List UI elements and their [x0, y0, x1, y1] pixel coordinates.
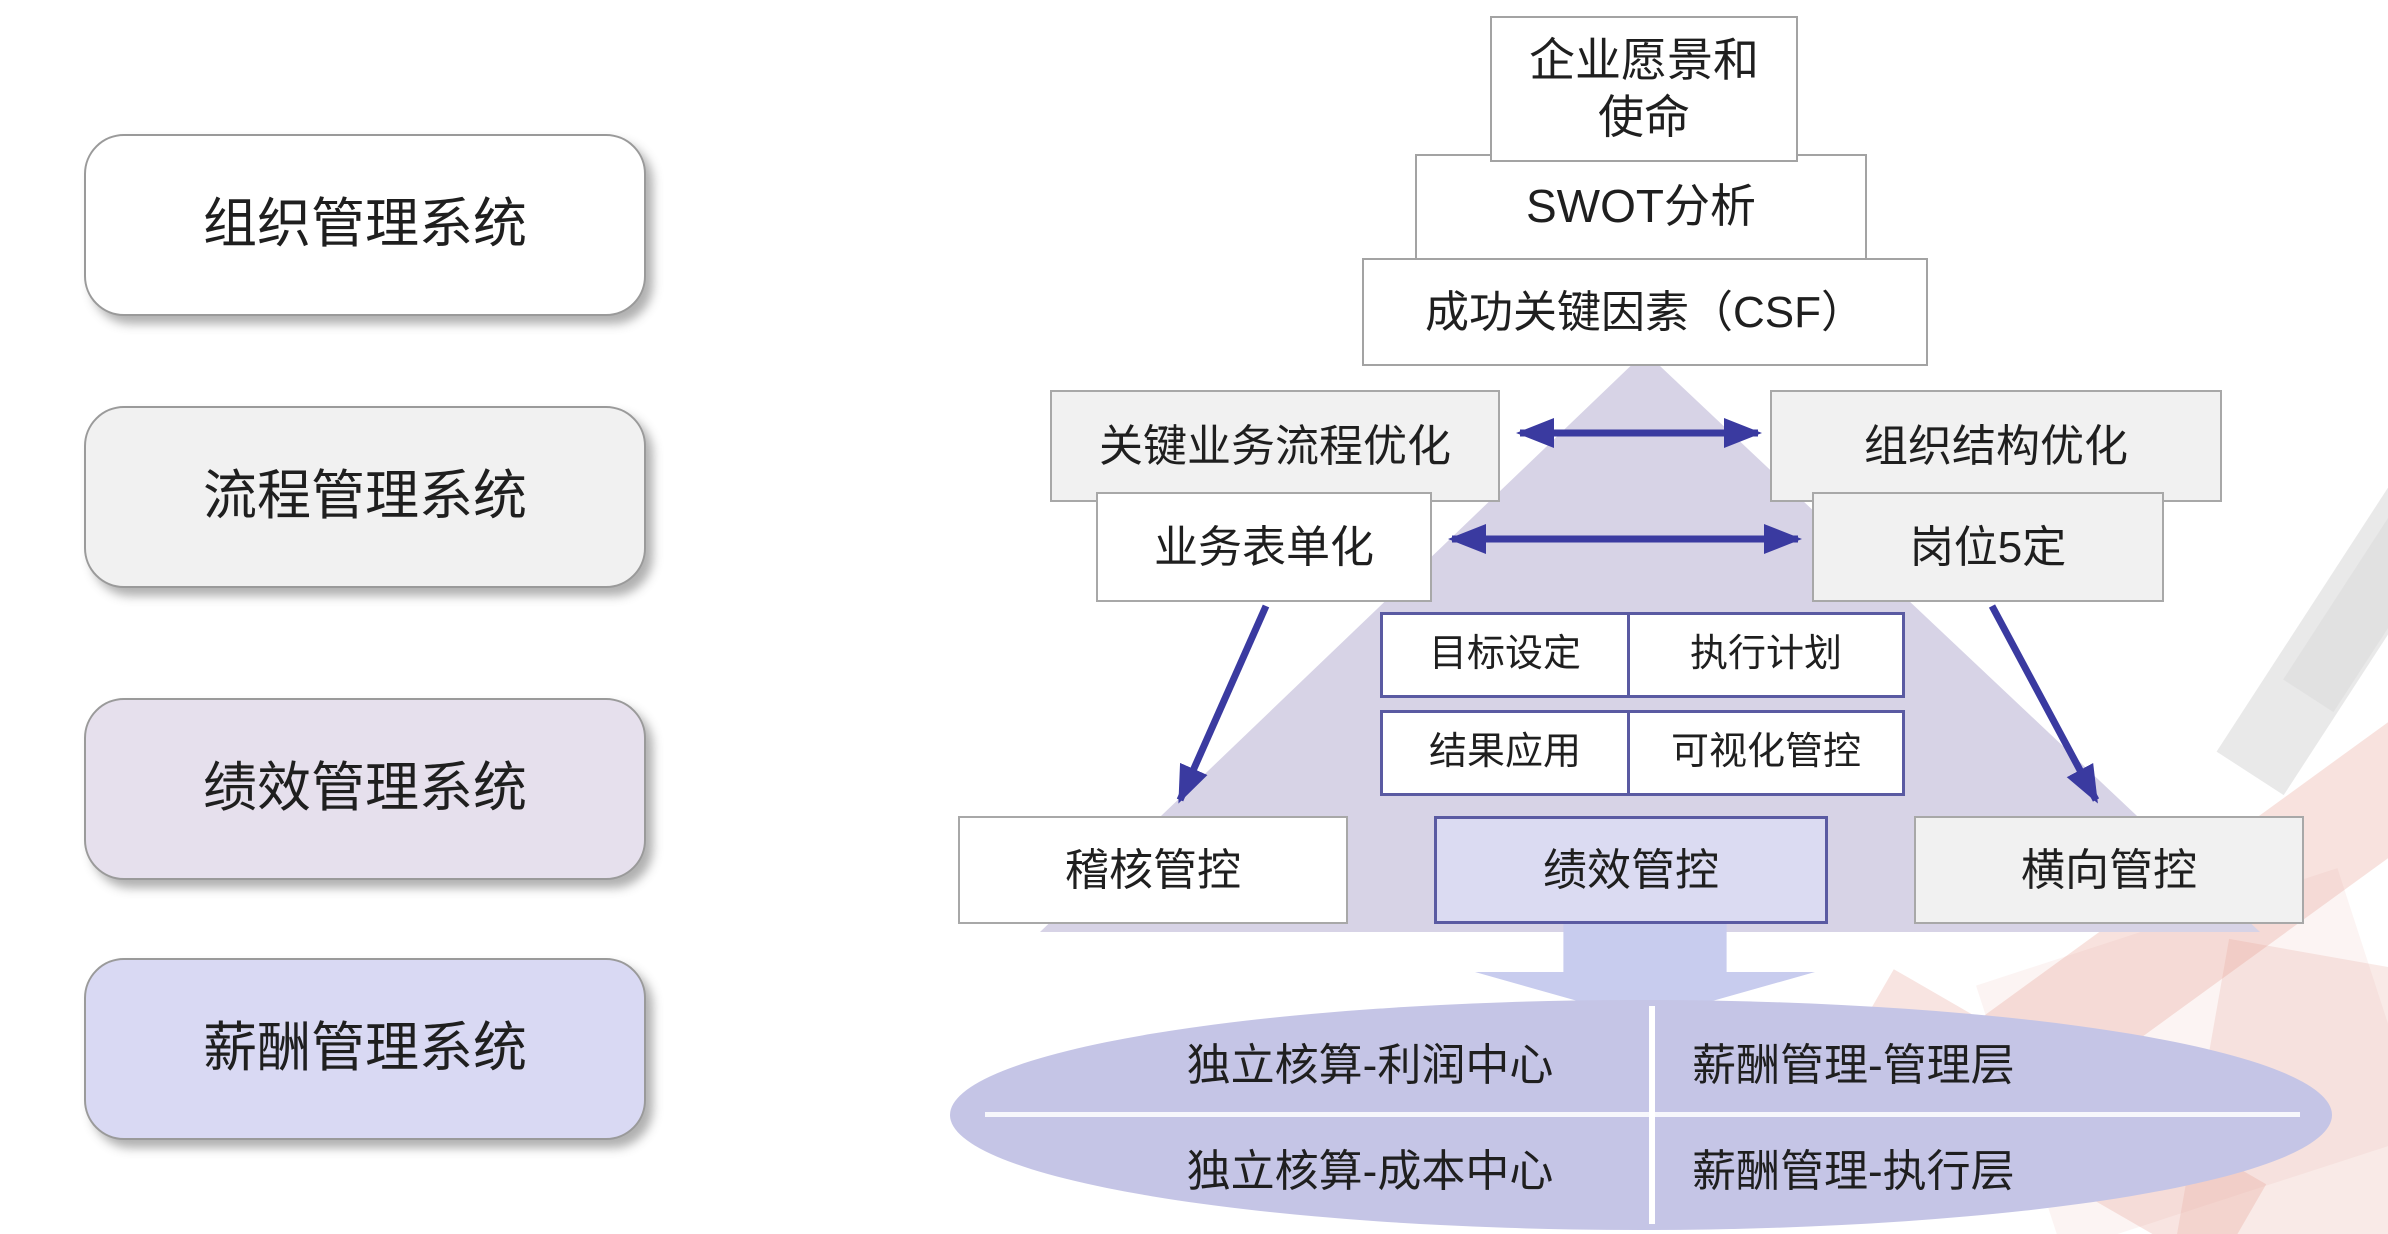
- goal-setting-label: 目标设定: [1428, 633, 1581, 676]
- performance-control-box: 绩效管控: [1434, 816, 1828, 924]
- position-5-label: 岗位5定: [1909, 522, 2067, 572]
- ellipse-horizontal-divider: [985, 1112, 2300, 1117]
- org-structure-optimization-box: 组织结构优化: [1770, 390, 2222, 502]
- execution-plan-box: 执行计划: [1627, 612, 1905, 698]
- performance-control-label: 绩效管控: [1543, 845, 1719, 895]
- business-forms-label: 业务表单化: [1154, 522, 1374, 572]
- system-pill-process: 流程管理系统: [84, 406, 646, 588]
- ellipse-cell-execution-layer: 薪酬管理-执行层: [1692, 1147, 2015, 1196]
- result-application-label: 结果应用: [1428, 731, 1581, 774]
- execution-plan-label: 执行计划: [1689, 633, 1842, 676]
- process-optimization-label: 关键业务流程优化: [1099, 421, 1451, 471]
- business-forms-box: 业务表单化: [1096, 492, 1432, 602]
- swot-label: SWOT分析: [1526, 180, 1756, 233]
- ellipse-cell-management-layer: 薪酬管理-管理层: [1692, 1041, 2015, 1090]
- system-pill-performance: 绩效管理系统: [84, 698, 646, 880]
- system-pill-label: 绩效管理系统: [203, 758, 527, 819]
- result-application-box: 结果应用: [1380, 710, 1630, 796]
- goal-setting-box: 目标设定: [1380, 612, 1630, 698]
- audit-control-box: 稽核管控: [958, 816, 1348, 924]
- system-pill-label: 组织管理系统: [203, 194, 527, 255]
- horizontal-control-label: 横向管控: [2021, 845, 2197, 895]
- horizontal-control-box: 横向管控: [1914, 816, 2304, 924]
- ellipse-cell-cost-center: 独立核算-成本中心: [1186, 1147, 1554, 1196]
- system-pill-label: 薪酬管理系统: [203, 1018, 527, 1079]
- process-optimization-box: 关键业务流程优化: [1050, 390, 1500, 502]
- vision-mission-label: 企业愿景和使命: [1529, 33, 1759, 144]
- swot-box: SWOT分析: [1415, 154, 1867, 260]
- ellipse-cell-profit-center: 独立核算-利润中心: [1186, 1041, 1554, 1090]
- org-structure-optimization-label: 组织结构优化: [1864, 421, 2128, 471]
- system-pill-compensation: 薪酬管理系统: [84, 958, 646, 1140]
- vision-mission-box: 企业愿景和使命: [1490, 16, 1798, 162]
- system-pill-organization: 组织管理系统: [84, 134, 646, 316]
- visual-control-box: 可视化管控: [1627, 710, 1905, 796]
- audit-control-label: 稽核管控: [1065, 845, 1241, 895]
- position-5-box: 岗位5定: [1812, 492, 2164, 602]
- csf-box: 成功关键因素（CSF）: [1362, 258, 1928, 366]
- csf-label: 成功关键因素（CSF）: [1425, 287, 1865, 337]
- system-pill-label: 流程管理系统: [203, 466, 527, 527]
- visual-control-label: 可视化管控: [1670, 731, 1861, 774]
